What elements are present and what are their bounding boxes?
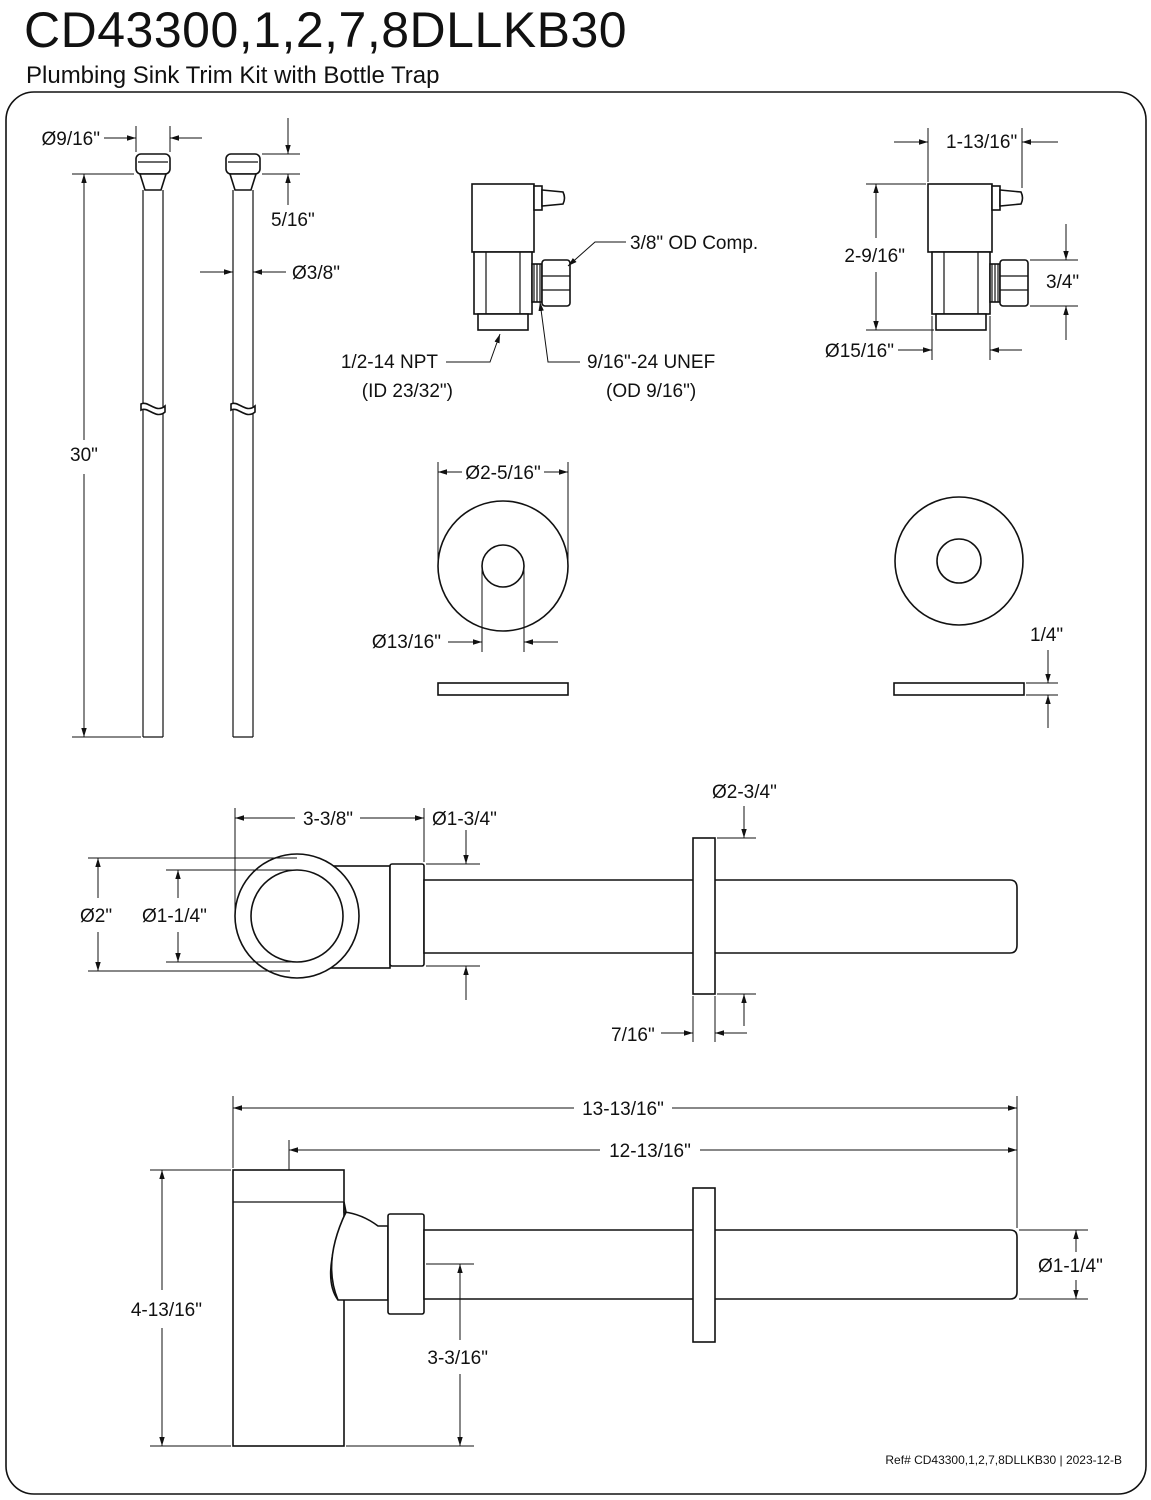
trap-height-label: 4-13/16" bbox=[131, 1300, 202, 1321]
trap-body-width-label: 3-3/8" bbox=[303, 809, 353, 830]
supply-tube-right bbox=[225, 153, 261, 738]
flange-left bbox=[437, 500, 569, 696]
trap-inlet-diameter-label: Ø1-1/4" bbox=[142, 906, 207, 927]
supply-tube-left bbox=[135, 153, 171, 738]
angle-valve-leaders bbox=[446, 241, 626, 363]
flange-right bbox=[893, 496, 1025, 696]
trap-outlet-height-label: 3-3/16" bbox=[427, 1348, 488, 1369]
bottle-trap-top-view bbox=[234, 837, 1018, 995]
tube-diameter-label: Ø3/8" bbox=[292, 263, 340, 284]
trap-tube-length-label: 12-13/16" bbox=[609, 1141, 691, 1162]
inlet-thread-label-2: (ID 23/32") bbox=[362, 381, 453, 402]
trap-outlet-diameter-label: Ø1-1/4" bbox=[1038, 1256, 1103, 1277]
escutcheon-thickness-label: 7/16" bbox=[611, 1025, 655, 1046]
tube-length-label: 30" bbox=[70, 445, 98, 466]
tube-tip-diameter-label: Ø9/16" bbox=[41, 129, 100, 150]
product-subtitle: Plumbing Sink Trim Kit with Bottle Trap bbox=[26, 62, 440, 89]
flange-thickness-label: 1/4" bbox=[1030, 625, 1063, 646]
drawing-frame bbox=[5, 91, 1147, 1495]
inlet-thread-label-1: 1/2-14 NPT bbox=[341, 352, 439, 373]
outlet-compression-label: 3/8" OD Comp. bbox=[630, 233, 758, 254]
valve-base-diameter-label: Ø15/16" bbox=[825, 341, 894, 362]
reference-footer: Ref# CD43300,1,2,7,8DLLKB30 | 2023-12-B bbox=[885, 1453, 1122, 1467]
thread-label-2: (OD 9/16") bbox=[606, 381, 696, 402]
flange-right-dimensions bbox=[1026, 650, 1058, 728]
bottle-trap-side-view bbox=[232, 1169, 1018, 1447]
tube-tip-height-label: 5/16" bbox=[271, 210, 315, 231]
flange-left-dimensions bbox=[437, 462, 569, 652]
flange-inner-diameter-label: Ø13/16" bbox=[372, 632, 441, 653]
angle-valve-left bbox=[471, 183, 571, 331]
flange-outer-diameter-label: Ø2-5/16" bbox=[465, 463, 540, 484]
thread-label-1: 9/16"-24 UNEF bbox=[587, 352, 715, 373]
model-number-title: CD43300,1,2,7,8DLLKB30 bbox=[24, 2, 628, 58]
bottle-trap-side-dimensions bbox=[150, 1096, 1088, 1447]
angle-valve-dimensions bbox=[866, 128, 1078, 360]
tube-dimensions bbox=[72, 118, 300, 738]
valve-height-label: 2-9/16" bbox=[844, 246, 905, 267]
angle-valve-right bbox=[927, 183, 1029, 331]
trap-body-diameter-label: Ø2" bbox=[80, 906, 112, 927]
trap-nut-diameter-label: Ø1-3/4" bbox=[432, 809, 497, 830]
valve-width-label: 1-13/16" bbox=[946, 132, 1017, 153]
escutcheon-diameter-label: Ø2-3/4" bbox=[712, 782, 777, 803]
bottle-trap-top-dimensions bbox=[88, 806, 756, 1042]
trap-overall-length-label: 13-13/16" bbox=[582, 1099, 664, 1120]
valve-outlet-height-label: 3/4" bbox=[1046, 272, 1079, 293]
